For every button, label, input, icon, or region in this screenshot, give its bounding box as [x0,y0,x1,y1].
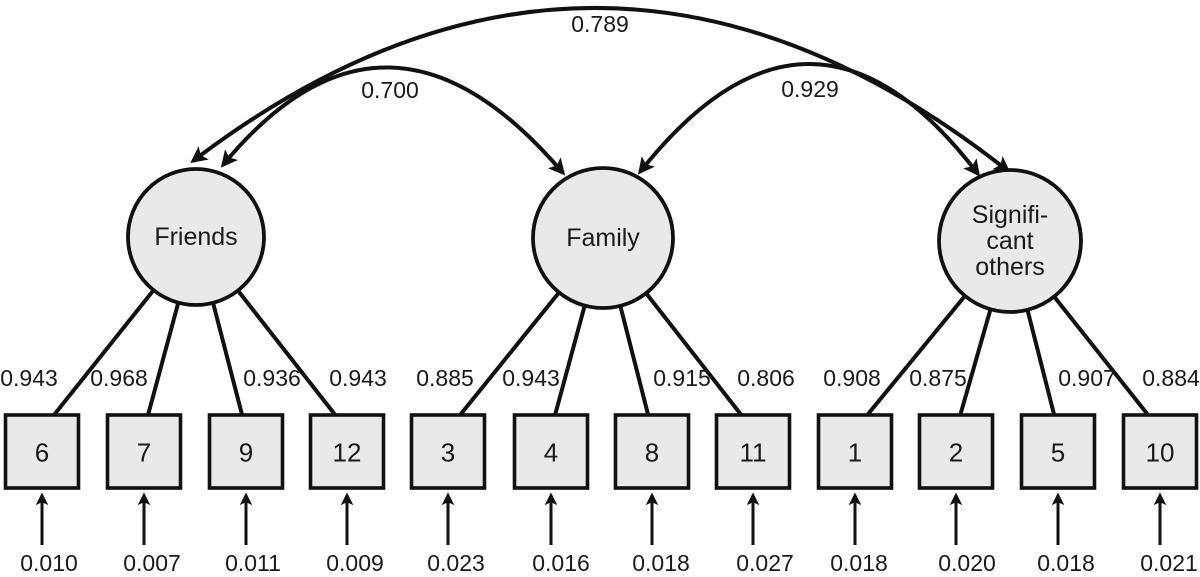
factor-circle-friends [126,167,266,307]
indicator-number-11: 11 [740,438,767,468]
error-label-1: 0.018 [830,550,888,576]
factor-label-significant-others: cant [986,227,1033,255]
factor-label-friends: Friends [154,223,237,251]
loading-label-7: 0.968 [90,365,148,391]
indicator-square-3 [409,413,487,490]
indicator-square-6 [3,413,81,490]
error-label-5: 0.018 [1037,550,1095,576]
indicator-square-11 [714,413,792,490]
factor-circle-family [531,166,675,310]
loading-label-10: 0.884 [1142,365,1200,391]
loading-label-4: 0.943 [502,365,560,391]
indicator-number-8: 8 [645,438,659,468]
indicator-square-10 [1121,413,1199,490]
error-label-9: 0.011 [225,550,281,576]
factor-label-significant-others: others [975,253,1044,281]
factor-circle-significant-others [937,168,1083,314]
covariance-label-friends-family: 0.700 [361,77,419,103]
loading-label-8: 0.915 [653,365,711,391]
indicator-number-2: 2 [949,438,963,468]
indicator-number-7: 7 [137,438,151,468]
error-label-2: 0.020 [938,550,996,576]
loading-label-2: 0.875 [909,365,967,391]
indicator-number-10: 10 [1146,438,1175,468]
loading-label-1: 0.908 [823,365,881,391]
indicator-square-5 [1019,413,1097,490]
indicator-square-4 [512,413,590,490]
error-label-7: 0.007 [123,550,181,576]
indicator-square-8 [613,413,691,490]
error-label-4: 0.016 [532,550,590,576]
indicator-number-9: 9 [239,438,253,468]
covariance-arrow-family-significant-others [637,62,981,177]
covariance-label-family-significant-others: 0.929 [781,76,839,102]
loading-label-11: 0.806 [737,365,795,391]
loading-label-12: 0.943 [329,365,387,391]
covariance-arrow-friends-family [220,65,566,176]
loading-label-9: 0.936 [243,365,301,391]
error-label-6: 0.010 [20,550,78,576]
indicator-square-2 [917,413,995,490]
indicator-square-1 [816,413,894,490]
indicator-square-12 [308,413,386,490]
error-label-11: 0.027 [736,550,794,576]
loading-label-5: 0.907 [1058,365,1116,391]
indicator-square-7 [105,413,183,490]
loading-label-6: 0.943 [0,365,58,391]
indicator-number-1: 1 [848,438,862,468]
indicator-number-3: 3 [441,438,455,468]
indicator-number-4: 4 [544,438,558,468]
covariance-label-friends-significant-others: 0.789 [571,11,629,37]
indicator-number-5: 5 [1051,438,1065,468]
covariance-arrow-friends-significant-others [190,6,1011,174]
factor-label-significant-others: Signifi- [972,201,1048,229]
indicator-square-9 [207,413,285,490]
indicator-number-6: 6 [35,438,49,468]
error-label-3: 0.023 [427,550,485,576]
loading-label-3: 0.885 [416,365,474,391]
error-label-10: 0.021 [1140,550,1198,576]
error-label-12: 0.009 [326,550,384,576]
error-label-8: 0.018 [632,550,690,576]
indicator-number-12: 12 [333,438,362,468]
factor-label-family: Family [566,224,640,252]
